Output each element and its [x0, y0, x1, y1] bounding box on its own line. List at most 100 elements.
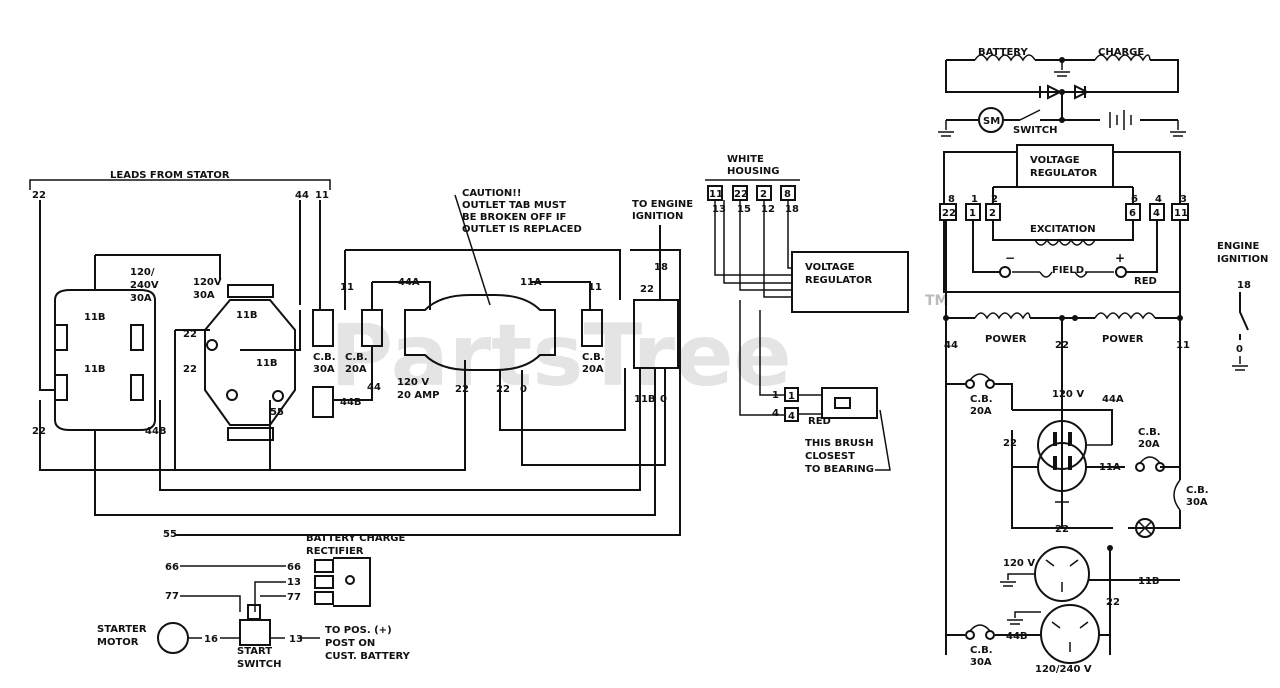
outlet-30a-label-3: 30A — [130, 293, 152, 304]
start-switch-top — [247, 604, 261, 620]
voltage-regulator-left — [791, 251, 909, 313]
brush-wire-4: 4 — [772, 408, 779, 419]
power-junction-b — [1072, 315, 1078, 321]
reg-term-label-2: 2 — [989, 208, 996, 219]
wire-11b-label-c: 11B — [236, 310, 258, 321]
wire-44a-right: 44A — [1102, 394, 1124, 405]
wire-44b-label-left: 44B — [145, 426, 167, 437]
outlet-120v20a-label-2: 20 AMP — [397, 390, 439, 401]
twistlock-slots — [1045, 559, 1079, 592]
brush-red-label: RED — [808, 416, 831, 427]
sm-motor — [978, 107, 1004, 133]
twistlock-junction — [1107, 545, 1113, 551]
reg-leads-top — [992, 186, 1134, 204]
wire-66-label-b: 66 — [287, 562, 301, 573]
wire-11a — [530, 281, 591, 310]
field-red: RED — [1134, 276, 1157, 287]
caution-line-1: CAUTION!! — [462, 188, 521, 199]
cb30-bottom-label-1: C.B. — [970, 645, 993, 656]
wire-11b-top — [94, 254, 221, 290]
cb-20a-b-label-2: 20A — [582, 364, 604, 375]
wire-11-upper — [344, 249, 621, 310]
wire-11b-label-d: 11B — [256, 358, 278, 369]
rectifier-term-66 — [314, 559, 334, 573]
to-pos-post-3: CUST. BATTERY — [325, 651, 411, 662]
cb-20a-b — [581, 309, 603, 347]
reg-top-3: 3 — [1180, 194, 1187, 205]
brush-leads — [798, 394, 822, 415]
switch-blade — [1019, 109, 1041, 121]
rectifier-label-2: RECTIFIER — [306, 546, 364, 557]
reg-term-22 — [939, 203, 957, 221]
wire-11b-label-ign: 11B — [634, 394, 656, 405]
housing-to-regulator-wires — [714, 200, 792, 298]
white-housing-2: HOUSING — [727, 166, 780, 177]
voltage-regulator-right — [1016, 144, 1114, 188]
housing-num-3: 12 — [761, 204, 775, 215]
reg-top-2: 2 — [991, 194, 998, 205]
voltage-regulator-left-1: VOLTAGE — [805, 262, 855, 273]
to-pos-post-2: POST ON — [325, 638, 375, 649]
brush-term-label-4: 4 — [788, 411, 795, 422]
wire-22-label-ign: 22 — [640, 284, 654, 295]
switch-label: SWITCH — [1013, 125, 1057, 136]
outlet-30a-slot-b — [130, 324, 144, 351]
outlet-30a-label-2: 240V — [130, 280, 159, 291]
housing-term-label-2: 22 — [734, 189, 748, 200]
cb20-right-label-1: C.B. — [1138, 427, 1161, 438]
brush-note-2: CLOSEST — [805, 451, 855, 462]
wire-77-label-a: 77 — [165, 591, 179, 602]
ign-switch — [1239, 292, 1249, 340]
wire-22-right-c: 22 — [1055, 524, 1069, 535]
field-brush-left — [999, 266, 1011, 278]
wire-44-11-stator — [299, 200, 321, 310]
starter-motor-symbol — [157, 622, 189, 654]
wire-11b-label-b: 11B — [84, 364, 106, 375]
cb30-bottom-arc — [969, 624, 991, 632]
cb30-right-label-1: C.B. — [1186, 485, 1209, 496]
wire-44b-label-a: 44B — [340, 397, 362, 408]
outlet-30a-slot-d — [130, 374, 144, 401]
to-pos-post-1: TO POS. (+) — [325, 625, 392, 636]
outlet-duplex-slot-a — [1053, 456, 1057, 470]
outlet-120v30a-body — [204, 299, 296, 426]
wire-13-label-a: 13 — [287, 577, 301, 588]
wire-0-label-center: 0 — [520, 384, 527, 395]
wire-13-label-b: 13 — [289, 634, 303, 645]
starter-motor-2: MOTOR — [97, 637, 139, 648]
ign-ground — [1232, 356, 1248, 371]
rectifier-term-13 — [314, 575, 334, 589]
battery-symbol — [1109, 110, 1132, 130]
outlet-120v30a-tab-bottom — [227, 427, 274, 441]
excitation-coil — [1034, 238, 1096, 246]
white-housing-1: WHITE — [727, 154, 764, 165]
wire-11b-cb — [240, 310, 301, 351]
brush-holder — [821, 387, 878, 419]
cb-20a-b-label-1: C.B. — [582, 352, 605, 363]
power-coil-b — [1094, 312, 1156, 320]
ign-wire-0: 0 — [1236, 344, 1243, 355]
voltage-regulator-right-2: REGULATOR — [1030, 168, 1098, 179]
wire-11-label-cb: 11 — [340, 282, 354, 293]
watermark-tm: TM — [925, 293, 948, 309]
engine-ignition-2: IGNITION — [1217, 254, 1268, 265]
wire-66-label-a: 66 — [165, 562, 179, 573]
wire-11b-label-a: 11B — [84, 312, 106, 323]
power-label-a: POWER — [985, 334, 1027, 345]
wire-bottom-loop — [94, 368, 656, 516]
wire-22-mid — [174, 329, 210, 470]
wire-11b-right: 11B — [1138, 576, 1160, 587]
rectifier-body — [333, 557, 371, 607]
to-engine-ignition-2: IGNITION — [632, 211, 683, 222]
wire-44-label-top: 44 — [295, 190, 309, 201]
wire-22-label-mid-b: 22 — [183, 364, 197, 375]
outlet-120v-top-label: 120 V — [1052, 389, 1084, 400]
voltage-regulator-right-1: VOLTAGE — [1030, 155, 1080, 166]
reg-term-label-6: 6 — [1129, 208, 1136, 219]
caution-line-4: OUTLET IS REPLACED — [462, 224, 582, 235]
wire-77-label-b: 77 — [287, 592, 301, 603]
reg-top-8: 8 — [948, 194, 955, 205]
cb30-bottom-b — [985, 630, 995, 640]
reg-term-label-4: 4 — [1153, 208, 1160, 219]
